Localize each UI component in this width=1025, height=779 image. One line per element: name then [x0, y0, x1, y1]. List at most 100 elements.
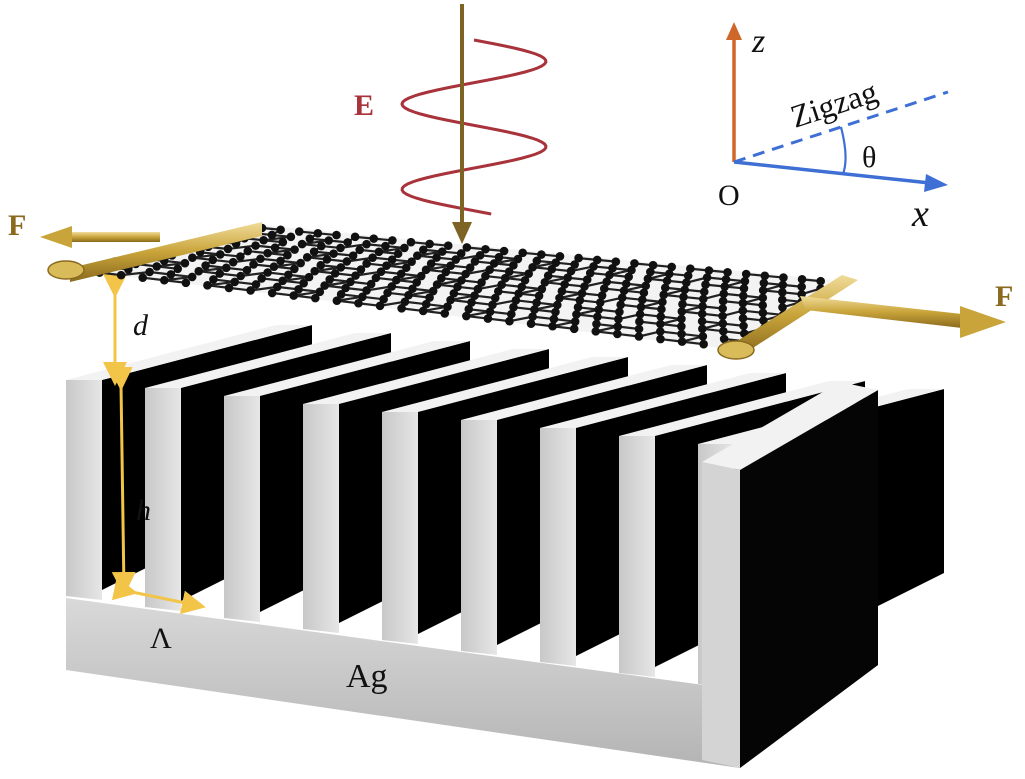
carbon-atom	[758, 300, 767, 310]
carbon-atom	[236, 252, 245, 261]
carbon-atom	[432, 253, 441, 262]
carbon-atom	[223, 244, 233, 254]
carbon-atom	[677, 337, 687, 346]
carbon-atom	[456, 249, 466, 258]
carbon-atom	[159, 275, 169, 285]
carbon-atom	[797, 275, 807, 284]
carbon-atom	[416, 271, 426, 281]
carbon-atom	[263, 268, 272, 277]
carbon-atom	[462, 311, 471, 321]
rib-front	[619, 436, 655, 677]
carbon-atom	[569, 324, 579, 334]
carbon-atom	[779, 273, 788, 282]
carbon-atom	[242, 265, 252, 275]
carbon-atom	[537, 250, 546, 259]
carbon-atom	[677, 314, 686, 324]
carbon-atom	[461, 269, 470, 279]
graphene-sheet	[72, 223, 832, 352]
carbon-atom	[566, 266, 576, 276]
rib-front	[540, 428, 576, 666]
carbon-atom	[475, 251, 485, 260]
carbon-atom	[719, 289, 729, 299]
carbon-atom	[517, 282, 527, 292]
carbon-atom	[605, 270, 614, 280]
carbon-atom	[320, 281, 329, 290]
carbon-atom	[704, 266, 714, 275]
carbon-atom	[759, 278, 769, 288]
carbon-atom	[346, 277, 355, 287]
carbon-atom	[286, 232, 296, 242]
carbon-atom	[446, 295, 455, 305]
carbon-atom	[532, 256, 542, 266]
carbon-atom	[246, 286, 255, 295]
carbon-atom	[514, 289, 523, 298]
carbon-atom	[451, 255, 461, 264]
carbon-atom	[719, 326, 728, 336]
x-axis	[733, 160, 931, 185]
carbon-atom	[594, 305, 603, 314]
carbon-atom	[421, 265, 431, 275]
carbon-atom	[294, 285, 303, 294]
carbon-atom	[778, 303, 787, 312]
carbon-atom	[718, 304, 728, 313]
carbon-atom	[697, 309, 707, 319]
carbon-atom	[518, 248, 528, 258]
c-c-bond	[250, 285, 278, 292]
carbon-atom	[656, 312, 666, 321]
carbon-atom	[336, 263, 346, 272]
carbon-atom	[336, 243, 345, 253]
carbon-atom	[462, 243, 472, 252]
carbon-atom	[397, 304, 406, 313]
rib-top	[540, 373, 786, 428]
depth-label: h	[136, 494, 151, 527]
carbon-atom	[488, 300, 497, 310]
gap-label: d	[133, 309, 149, 342]
carbon-atom	[221, 263, 231, 273]
carbon-atom	[520, 275, 530, 285]
carbon-atom	[573, 303, 583, 312]
carbon-atom	[290, 245, 299, 254]
silver-grating	[66, 325, 944, 768]
carbon-atom	[634, 332, 644, 341]
carbon-atom	[591, 327, 601, 336]
carbon-atom	[477, 278, 486, 287]
carbon-atom	[641, 281, 651, 291]
carbon-atom	[738, 291, 748, 301]
carbon-atom	[509, 261, 518, 270]
carbon-atom	[589, 262, 598, 271]
carbon-atom	[816, 276, 825, 286]
carbon-atom	[276, 256, 285, 266]
carbon-atom	[443, 302, 452, 311]
c-c-bond	[227, 244, 256, 251]
carbon-atom	[470, 291, 479, 301]
carbon-atom	[330, 269, 340, 278]
carbon-atom	[489, 259, 499, 268]
carbon-atom	[599, 284, 609, 293]
carbon-atom	[446, 261, 455, 270]
carbon-atom	[493, 287, 503, 296]
carbon-atom	[316, 260, 326, 270]
carbon-atom	[322, 255, 332, 264]
carbon-atom	[570, 260, 579, 269]
carbon-atom	[401, 263, 411, 273]
carbon-atom	[634, 324, 644, 334]
carbon-atom	[348, 251, 358, 260]
carbon-atom	[560, 280, 569, 289]
carbon-atom	[311, 293, 320, 303]
carbon-atom	[616, 300, 625, 310]
carbon-atom	[362, 239, 371, 249]
carbon-atom	[371, 273, 381, 283]
carbon-atom	[504, 267, 514, 277]
carbon-atom	[116, 270, 126, 280]
carbon-atom	[181, 278, 191, 288]
carbon-atom	[740, 276, 750, 286]
rib-front	[145, 388, 181, 611]
carbon-atom	[412, 278, 422, 287]
c-c-bond	[121, 270, 150, 277]
angle-arc	[839, 126, 847, 175]
carbon-atom	[582, 275, 592, 285]
carbon-atom	[524, 269, 533, 279]
carbon-atom	[201, 261, 210, 270]
carbon-atom	[209, 275, 218, 284]
